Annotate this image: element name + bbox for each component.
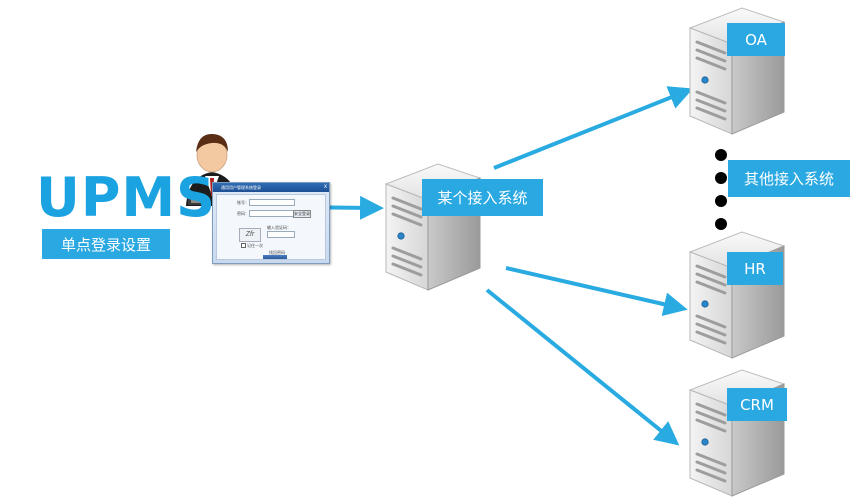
oa-label: OA: [727, 23, 785, 56]
ellipsis-dot: [715, 149, 727, 161]
arrow-system-to-crm: [485, 288, 680, 446]
other-systems-label: 其他接入系统: [728, 160, 850, 197]
server-hr-icon: [688, 230, 786, 360]
arrow-system-to-oa: [493, 86, 694, 170]
login-window: 通用用户管理系统登录 x 账号： 密码： 安全登录 Zfr 输入验证码： 记住一…: [212, 182, 330, 264]
login-form: 账号： 密码： 安全登录 Zfr 输入验证码： 记住一次 找回密码: [216, 194, 326, 260]
login-window-title: 通用用户管理系统登录: [221, 185, 261, 190]
login-window-titlebar: 通用用户管理系统登录 x: [213, 183, 329, 192]
upms-subtitle-badge: 单点登录设置: [42, 229, 170, 259]
remember-label: 记住一次: [247, 243, 263, 248]
arrow-system-to-hr: [505, 266, 688, 317]
middle-system-label: 某个接入系统: [422, 179, 543, 216]
captcha-image: Zfr: [239, 228, 261, 242]
password-field[interactable]: [249, 210, 295, 217]
captcha-field[interactable]: [267, 231, 295, 238]
crm-label: CRM: [727, 388, 787, 421]
remember-checkbox[interactable]: [241, 243, 246, 248]
login-submit-bar[interactable]: [263, 255, 287, 259]
ellipsis-dot: [715, 218, 727, 230]
hr-label: HR: [727, 252, 783, 285]
close-icon[interactable]: x: [324, 184, 327, 190]
login-button[interactable]: 安全登录: [293, 210, 311, 218]
ellipsis-dot: [715, 195, 727, 207]
username-field[interactable]: [249, 199, 295, 206]
captcha-prompt: 输入验证码：: [267, 225, 291, 230]
ellipsis-dot: [715, 172, 727, 184]
password-label: 密码：: [237, 211, 249, 216]
reset-link[interactable]: 找回密码: [269, 250, 285, 255]
username-label: 账号：: [237, 200, 249, 205]
upms-title: UPMS: [36, 166, 217, 229]
